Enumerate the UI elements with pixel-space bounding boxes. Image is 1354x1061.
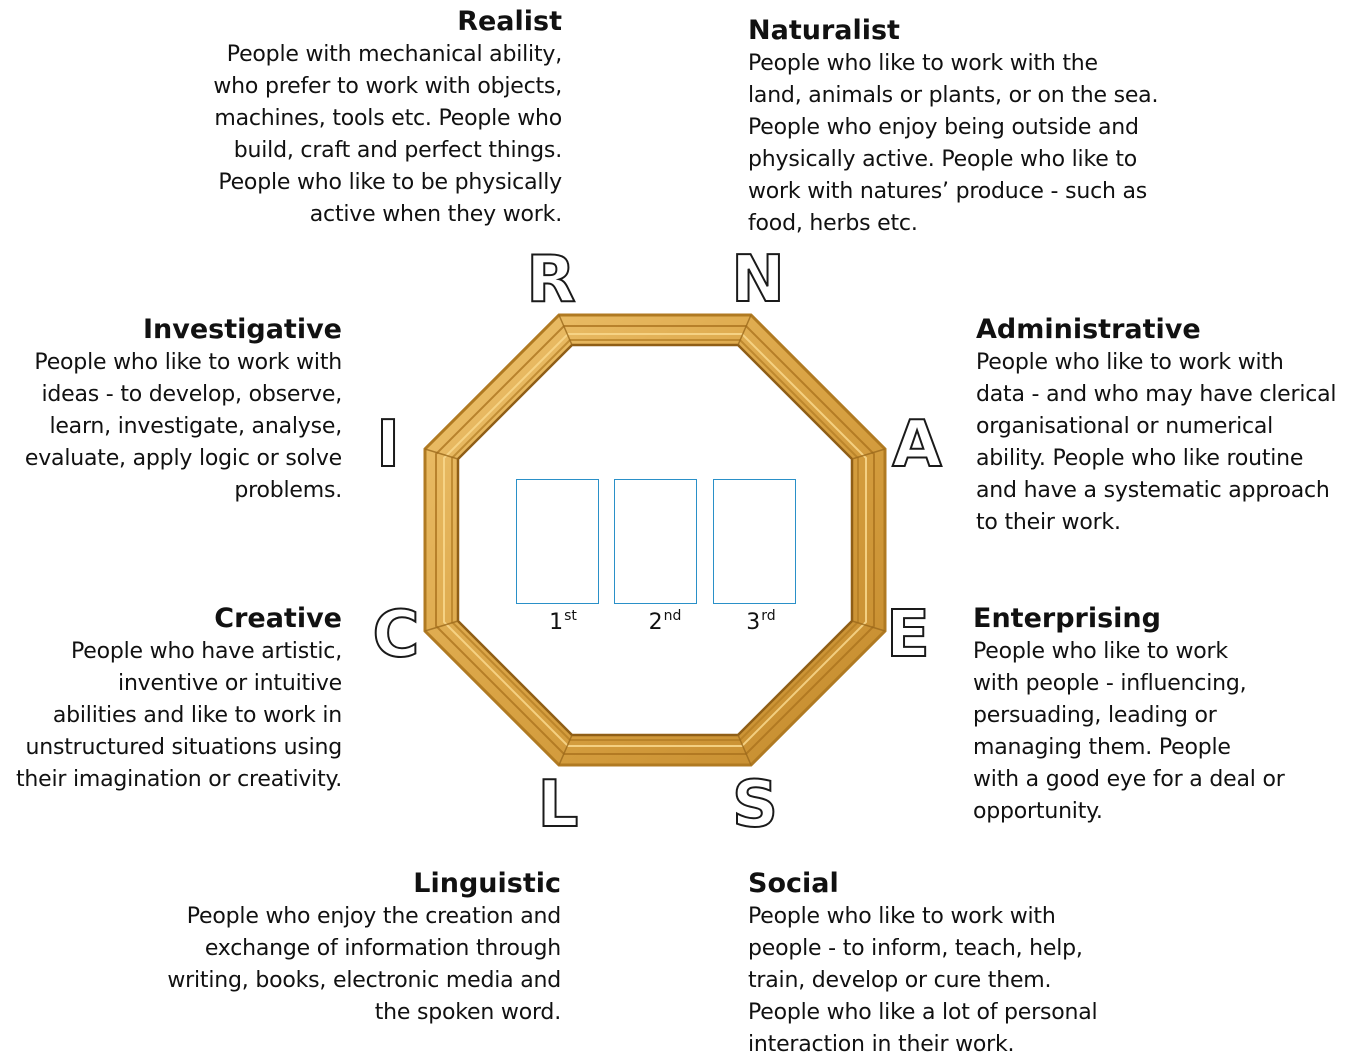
enterprising-line-4: managing them. People [973,735,1231,760]
investigative-line-3: learn, investigate, analyse, [49,414,342,439]
letter-e: E [885,597,931,673]
social-line-2: people - to inform, teach, help, [748,936,1083,961]
social-line-3: train, develop or cure them. [748,968,1052,993]
rank-number: 3 [746,610,761,635]
realist-line-4: build, craft and perfect things. [233,138,562,163]
naturalist-line-4: physically active. People who like to [748,147,1138,172]
enterprising-line-2: with people - influencing, [973,671,1247,696]
linguistic-line-2: exchange of information through [204,936,561,961]
investigative-description: Investigative People who like to work wi… [4,313,342,507]
letter-l: L [537,767,580,843]
rank-number: 2 [648,610,663,635]
rank-suffix: st [564,608,577,624]
investigative-title: Investigative [142,314,342,345]
administrative-line-2: data - and who may have clerical [976,382,1337,407]
naturalist-line-5: work with natures’ produce - such as [748,179,1148,204]
naturalist-line-2: land, animals or plants, or on the sea. [748,83,1159,108]
social-description: Social People who like to work with peop… [748,867,1148,1061]
realist-line-3: machines, tools etc. People who [214,106,562,131]
naturalist-line-3: People who enjoy being outside and [748,115,1139,140]
administrative-description: Administrative People who like to work w… [976,313,1352,539]
creative-line-3: abilities and like to work in [52,703,342,728]
realist-line-1: People with mechanical ability, [226,42,562,67]
realist-title: Realist [457,6,562,37]
social-line-4: People who like a lot of personal [748,1000,1098,1025]
realist-line-5: People who like to be physically [218,170,562,195]
letter-n: N [730,242,786,318]
enterprising-line-1: People who like to work [973,639,1228,664]
creative-description: Creative People who have artistic, inven… [4,602,342,796]
rank-number: 1 [549,610,564,635]
linguistic-line-4: the spoken word. [374,1000,561,1025]
linguistic-line-3: writing, books, electronic media and [167,968,561,993]
social-title: Social [748,868,839,899]
linguistic-description: Linguistic People who enjoy the creation… [140,867,561,1029]
investigative-line-4: evaluate, apply logic or solve [24,446,342,471]
rank-label-first: 1st [533,608,593,638]
administrative-line-5: and have a systematic approach [976,478,1330,503]
investigative-line-2: ideas - to develop, observe, [41,382,342,407]
administrative-title: Administrative [976,314,1201,345]
enterprising-line-5: with a good eye for a deal or [973,767,1285,792]
letter-i: I [375,407,401,483]
creative-line-2: inventive or intuitive [118,671,342,696]
linguistic-title: Linguistic [413,868,561,899]
administrative-line-3: organisational or numerical [976,414,1274,439]
rank-box-first[interactable] [516,479,599,604]
administrative-line-6: to their work. [976,510,1121,535]
rank-box-second[interactable] [614,479,697,604]
investigative-line-1: People who like to work with [34,350,342,375]
rank-suffix: nd [663,608,682,624]
creative-line-5: their imagination or creativity. [15,767,342,792]
letter-a: A [891,407,943,483]
realist-description: Realist People with mechanical ability, … [150,5,562,231]
letter-c: C [372,597,421,673]
octagon-wooden-frame [423,313,887,767]
naturalist-description: Naturalist People who like to work with … [748,14,1178,240]
investigative-line-5: problems. [234,478,342,503]
creative-title: Creative [214,603,342,634]
social-line-1: People who like to work with [748,904,1056,929]
naturalist-line-1: People who like to work with the [748,51,1098,76]
enterprising-title: Enterprising [973,603,1161,634]
enterprising-line-6: opportunity. [973,799,1103,824]
creative-line-4: unstructured situations using [25,735,342,760]
rank-suffix: rd [761,608,776,624]
naturalist-title: Naturalist [748,15,900,46]
enterprising-description: Enterprising People who like to work wit… [973,602,1333,828]
rank-label-third: 3rd [731,608,791,638]
letter-s: S [731,767,779,843]
linguistic-line-1: People who enjoy the creation and [186,904,561,929]
realist-line-6: active when they work. [309,202,562,227]
administrative-line-1: People who like to work with [976,350,1284,375]
letter-r: R [525,242,576,318]
realist-line-2: who prefer to work with objects, [213,74,562,99]
naturalist-line-6: food, herbs etc. [748,211,918,236]
creative-line-1: People who have artistic, [71,639,342,664]
rank-label-second: 2nd [635,608,695,638]
enterprising-line-3: persuading, leading or [973,703,1217,728]
frame-mitre-joints [424,314,886,766]
social-line-5: interaction in their work. [748,1032,1015,1057]
rank-box-third[interactable] [713,479,796,604]
administrative-line-4: ability. People who like routine [976,446,1304,471]
